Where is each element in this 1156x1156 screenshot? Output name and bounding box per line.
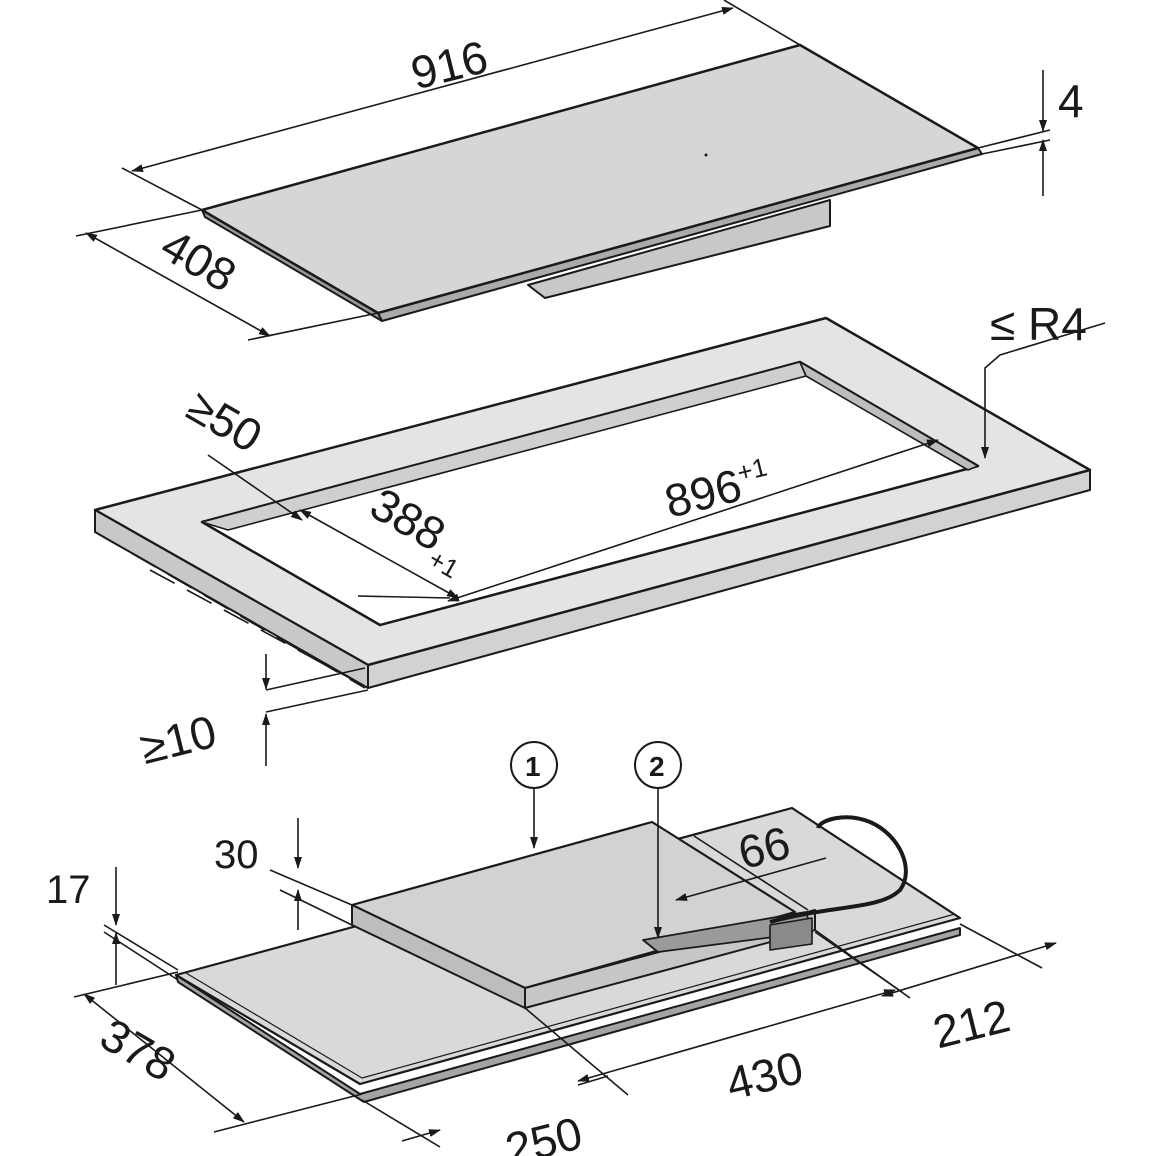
hob-underside-box xyxy=(527,199,831,299)
callout-1-label: 1 xyxy=(525,751,541,782)
dim-rear-offset xyxy=(814,923,1057,997)
callout-1: 1 xyxy=(510,741,558,849)
dim-underside-depth xyxy=(73,971,363,1133)
connection-width-label: 66 xyxy=(733,816,795,879)
worktop-cutout xyxy=(93,316,1092,689)
dim-hob-width xyxy=(121,0,801,211)
worktop-left-face xyxy=(94,509,369,689)
callout-2: 2 xyxy=(634,741,682,939)
cutout-depth-label: 388+1 xyxy=(357,477,480,584)
dim-cutout-width xyxy=(447,439,939,602)
box-length-label: 430 xyxy=(721,1041,808,1110)
connection-box-side xyxy=(769,917,813,951)
dim-height-main xyxy=(269,818,353,930)
height-main-label: 30 xyxy=(214,833,259,877)
corner-radius-label: ≤ R4 xyxy=(990,298,1087,350)
height-edge-label: 17 xyxy=(46,868,91,912)
hob-underside-view xyxy=(174,806,962,1103)
hob-width-label: 916 xyxy=(406,30,493,99)
hob-top-view xyxy=(200,43,983,322)
dim-connection-width xyxy=(675,835,827,911)
min-worktop-thickness-label: ≥10 xyxy=(135,705,222,774)
power-cable xyxy=(769,815,908,924)
dim-min-worktop-thickness xyxy=(262,654,369,766)
min-front-edge-label: ≥50 xyxy=(179,379,271,462)
underside-depth-label: 378 xyxy=(92,1008,184,1091)
dim-corner-radius xyxy=(981,322,1106,459)
callout-2-label: 2 xyxy=(649,751,665,782)
glass-thickness-label: 4 xyxy=(1058,75,1084,127)
dim-cutout-depth xyxy=(299,509,459,599)
dim-hob-depth xyxy=(75,209,379,341)
dim-glass-thickness xyxy=(977,70,1051,196)
cutout-width-label: 896+1 xyxy=(660,452,776,528)
hob-center-dot xyxy=(704,153,708,157)
offset-front-label: 250 xyxy=(500,1107,587,1156)
rear-offset-label: 212 xyxy=(928,989,1015,1058)
dim-height-edge xyxy=(103,867,179,985)
dim-min-front-edge xyxy=(207,454,303,521)
worktop-continuation xyxy=(94,531,369,689)
